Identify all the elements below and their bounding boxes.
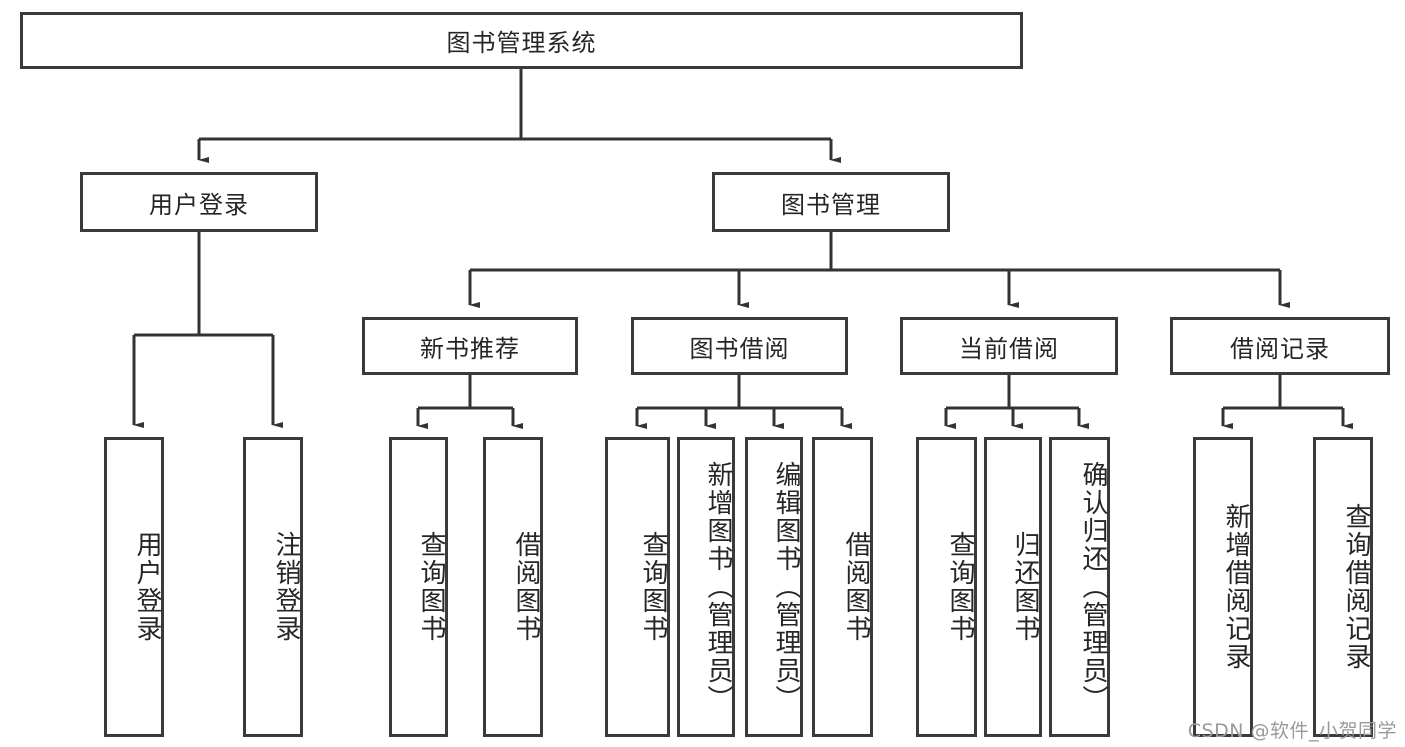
node-leaf-query-book-current-label: 查询图书 — [945, 531, 975, 643]
node-leaf-user-login[interactable]: 用户登录 — [104, 437, 164, 737]
node-new-book-recommend[interactable]: 新书推荐 — [362, 317, 578, 375]
node-leaf-borrow-book-rec-label: 借阅图书 — [511, 531, 541, 643]
edge-group-borrow-record — [1221, 375, 1353, 429]
node-leaf-confirm-return-admin-label: 确认归还（管理员） — [1078, 461, 1108, 713]
node-book-manage-label: 图书管理 — [781, 190, 881, 219]
node-root[interactable]: 图书管理系统 — [20, 12, 1023, 69]
edge-group-book-manage — [468, 232, 1290, 308]
edge-group-root — [197, 69, 841, 163]
node-current-borrow[interactable]: 当前借阅 — [900, 317, 1118, 375]
node-leaf-return-book[interactable]: 归还图书 — [984, 437, 1042, 737]
node-leaf-borrow-book-label: 借阅图书 — [841, 531, 871, 643]
node-current-borrow-label: 当前借阅 — [959, 334, 1059, 363]
edge-group-current-borrow — [944, 375, 1089, 429]
node-leaf-query-borrow-record-label: 查询借阅记录 — [1341, 503, 1371, 671]
edge-group-new-book-recommend — [416, 375, 523, 429]
edge-group-book-borrow — [635, 375, 852, 429]
node-leaf-query-book-current[interactable]: 查询图书 — [916, 437, 977, 737]
edge-group-user-login — [132, 232, 283, 428]
node-leaf-query-book-rec[interactable]: 查询图书 — [389, 437, 448, 737]
node-book-manage[interactable]: 图书管理 — [712, 172, 950, 232]
node-leaf-add-book-admin[interactable]: 新增图书（管理员） — [677, 437, 735, 737]
node-new-book-recommend-label: 新书推荐 — [420, 334, 520, 363]
node-leaf-borrow-book[interactable]: 借阅图书 — [812, 437, 873, 737]
node-leaf-logout[interactable]: 注销登录 — [243, 437, 303, 737]
node-leaf-return-book-label: 归还图书 — [1010, 531, 1040, 643]
node-leaf-confirm-return-admin[interactable]: 确认归还（管理员） — [1049, 437, 1110, 737]
node-leaf-borrow-book-rec[interactable]: 借阅图书 — [483, 437, 543, 737]
node-leaf-query-book-borrow-label: 查询图书 — [638, 531, 668, 643]
node-leaf-logout-label: 注销登录 — [271, 531, 301, 643]
node-leaf-add-book-admin-label: 新增图书（管理员） — [703, 461, 733, 713]
node-leaf-edit-book-admin-label: 编辑图书（管理员） — [771, 461, 801, 713]
node-leaf-edit-book-admin[interactable]: 编辑图书（管理员） — [745, 437, 803, 737]
node-root-label: 图书管理系统 — [446, 29, 597, 57]
node-leaf-user-login-label: 用户登录 — [132, 531, 162, 643]
node-leaf-query-borrow-record[interactable]: 查询借阅记录 — [1313, 437, 1373, 737]
node-book-borrow-label: 图书借阅 — [689, 334, 790, 363]
node-leaf-query-book-borrow[interactable]: 查询图书 — [605, 437, 670, 737]
node-borrow-record-label: 借阅记录 — [1230, 334, 1330, 363]
node-borrow-record[interactable]: 借阅记录 — [1170, 317, 1390, 375]
node-user-login[interactable]: 用户登录 — [80, 172, 318, 232]
node-leaf-query-book-rec-label: 查询图书 — [416, 531, 446, 643]
node-leaf-add-borrow-record[interactable]: 新增借阅记录 — [1193, 437, 1253, 737]
node-book-borrow[interactable]: 图书借阅 — [631, 317, 848, 375]
watermark-text: CSDN @软件_小贺同学 — [1187, 720, 1397, 742]
node-leaf-add-borrow-record-label: 新增借阅记录 — [1221, 503, 1251, 671]
node-user-login-label: 用户登录 — [149, 190, 249, 219]
